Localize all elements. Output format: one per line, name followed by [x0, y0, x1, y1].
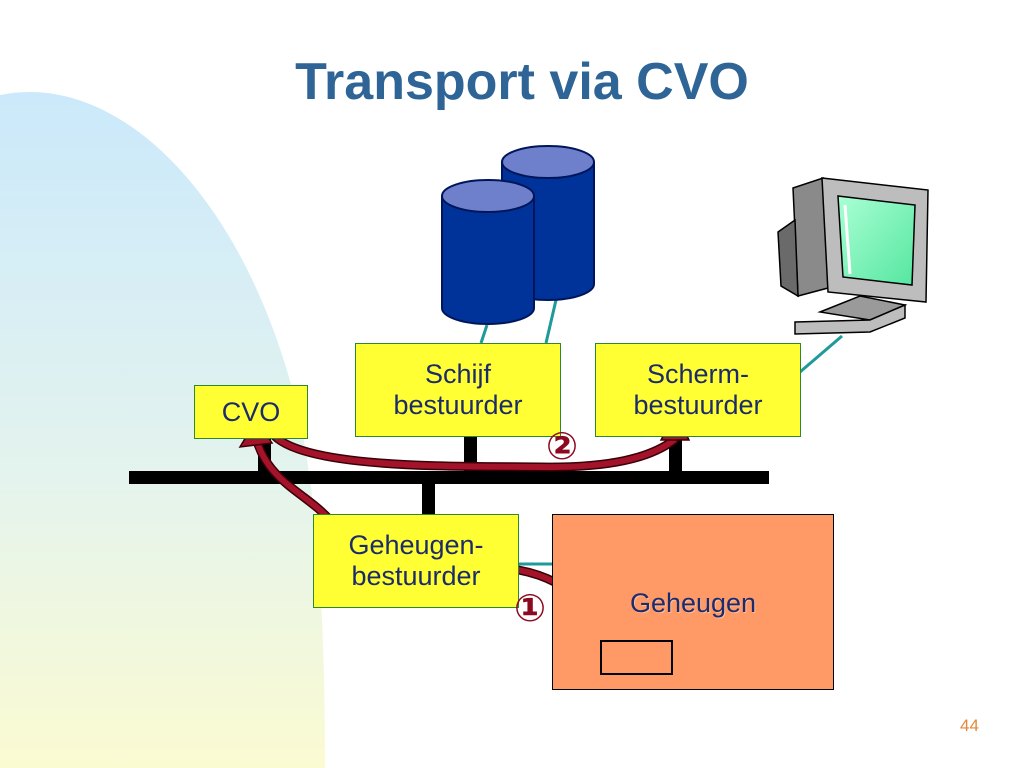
bus-line [129, 471, 769, 484]
slide-title: Transport via CVO [295, 53, 749, 111]
geheugen-box: Geheugen [552, 514, 834, 690]
monitor-connector [799, 334, 843, 374]
disk-cylinder-icon [441, 179, 535, 325]
schijf-bestuurder-box: Schijf bestuurder [355, 343, 561, 437]
memory-cell [600, 640, 673, 675]
scherm-label-line1: Scherm- [646, 359, 749, 389]
geheugen-bestuurder-box: Geheugen- bestuurder [313, 514, 519, 608]
disk-connector [544, 299, 558, 344]
cvo-label: CVO [221, 396, 281, 427]
connector-lines [479, 299, 843, 566]
geheugen-label: Geheugen [629, 588, 757, 618]
cvo-box: CVO [194, 385, 308, 439]
page-number: 44 [960, 716, 979, 735]
disk-connector [479, 324, 489, 344]
scherm-label-line2: bestuurder [633, 390, 763, 420]
schijf-label-line2: bestuurder [393, 390, 523, 420]
scherm-bestuurder-box: Scherm- bestuurder [595, 343, 801, 437]
schijf-label-line1: Schijf [424, 359, 492, 389]
step-marker-1: ① [514, 586, 547, 630]
bus-stub-geheugen [422, 483, 435, 514]
computer-monitor-icon [777, 176, 929, 335]
geheugen-bestuurder-label-line2: bestuurder [351, 561, 481, 591]
system-bus [129, 437, 769, 514]
geheugen-bestuurder-label-line1: Geheugen- [348, 530, 484, 560]
step-marker-2: ② [546, 424, 579, 468]
